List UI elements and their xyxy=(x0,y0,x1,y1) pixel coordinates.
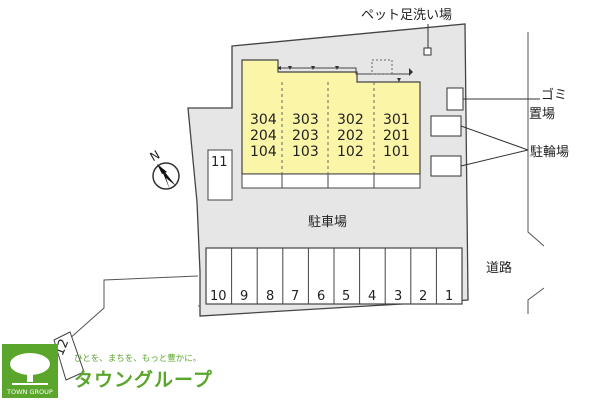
parking-space-2: 2 xyxy=(419,289,427,304)
parking-space-5: 5 xyxy=(342,289,350,304)
unit-202: 202 xyxy=(337,128,364,144)
apartment-building xyxy=(241,59,421,189)
parking-space-10: 10 xyxy=(210,289,227,304)
road-edge-top xyxy=(527,32,545,247)
unit-201: 201 xyxy=(383,128,410,144)
unit-104: 104 xyxy=(250,144,277,160)
parking-lot-label: 駐車場 xyxy=(308,215,347,230)
parking-space-4: 4 xyxy=(368,289,376,304)
entrance-arrow xyxy=(335,66,339,70)
garbage-label-1: ゴミ xyxy=(541,87,567,103)
brand-name: タウングループ xyxy=(74,368,213,391)
road-label: 道路 xyxy=(486,260,512,276)
unit-203: 203 xyxy=(292,128,319,144)
entrance-arrow xyxy=(277,66,281,70)
unit-column-1: 304 204 104 xyxy=(250,112,277,160)
entrance-arrow xyxy=(288,66,292,70)
brand-logo-text: TOWN GROUP xyxy=(6,388,53,396)
unit-101: 101 xyxy=(383,144,410,160)
parking-space-6: 6 xyxy=(317,289,325,304)
pet-foot-wash-label: ペット足洗い場 xyxy=(361,8,452,23)
bicycle-parking-label: 駐輪場 xyxy=(530,144,569,160)
building-balcony xyxy=(241,173,421,189)
tree-icon xyxy=(10,353,50,385)
unit-column-3: 302 202 102 xyxy=(337,112,364,160)
unit-302: 302 xyxy=(337,112,364,128)
parking-space-9: 9 xyxy=(240,289,248,304)
bicycle-parking: 駐輪場 xyxy=(430,115,569,177)
unit-204: 204 xyxy=(250,128,277,144)
unit-103: 103 xyxy=(292,144,319,160)
parking-space-1: 1 xyxy=(445,289,453,304)
entrance-arrow xyxy=(311,66,315,70)
unit-column-2: 303 203 103 xyxy=(292,112,319,160)
unit-column-4: 301 201 101 xyxy=(383,112,410,160)
parking-space-11: 11 xyxy=(207,149,233,201)
pet-foot-wash-marker xyxy=(423,47,432,56)
unit-304: 304 xyxy=(250,112,277,128)
unit-102: 102 xyxy=(337,144,364,160)
entrance-arrow xyxy=(397,78,401,82)
parking-space-8: 8 xyxy=(266,289,274,304)
space-11-label: 11 xyxy=(211,155,228,170)
garbage-area: ゴミ 置場 xyxy=(446,87,567,122)
compass: N xyxy=(148,148,180,190)
compass-label: N xyxy=(148,148,163,165)
parking-space-7: 7 xyxy=(291,289,299,304)
parking-space-3: 3 xyxy=(394,289,402,304)
parking-row: 10 9 8 7 6 5 4 3 2 1 xyxy=(205,247,463,305)
pet-foot-wash: ペット足洗い場 xyxy=(361,8,452,56)
road-edge-bottom xyxy=(527,287,545,314)
walkway-outer xyxy=(67,275,199,341)
unit-301: 301 xyxy=(383,112,410,128)
unit-303: 303 xyxy=(292,112,319,128)
brand-watermark: TOWN GROUP ひとを、まちを、もっと豊かに。 タウングループ xyxy=(2,344,213,398)
brand-tagline: ひとを、まちを、もっと豊かに。 xyxy=(74,353,201,364)
entrance-arrow xyxy=(409,68,413,76)
garbage-label-2: 置場 xyxy=(529,107,555,122)
